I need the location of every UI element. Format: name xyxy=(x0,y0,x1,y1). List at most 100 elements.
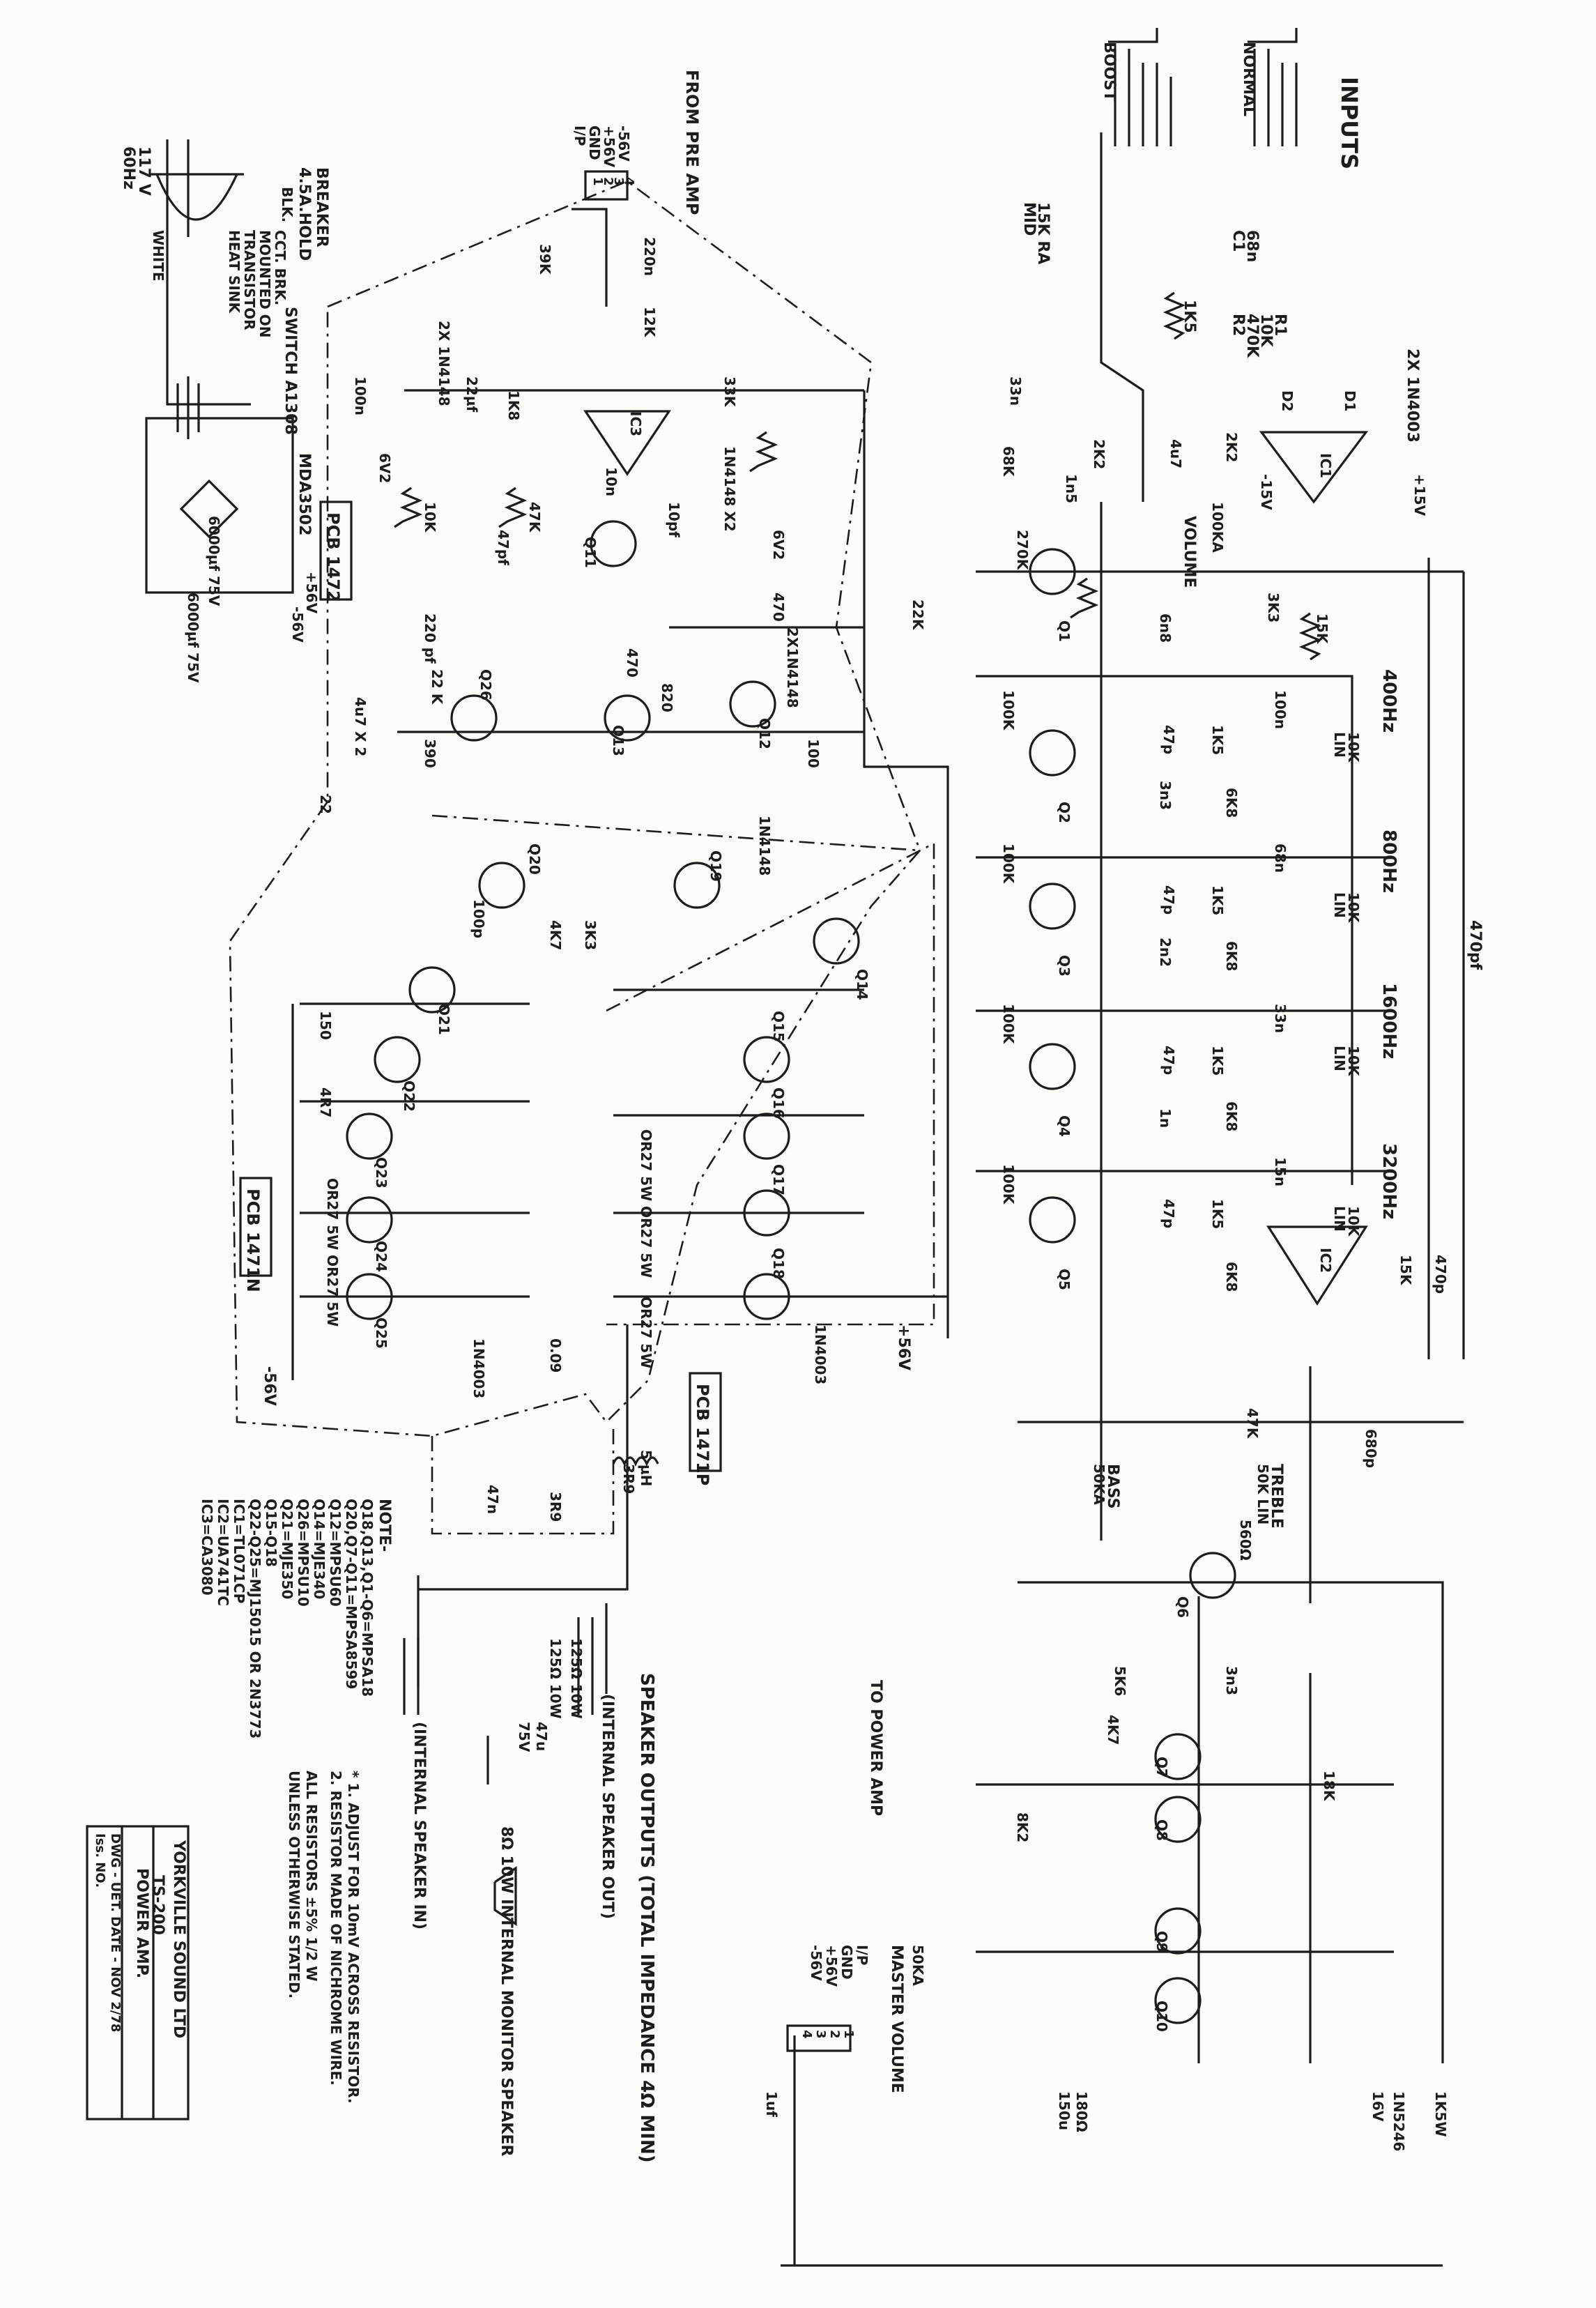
white-wire-label: WHITE xyxy=(150,230,167,282)
transformer-symbol xyxy=(176,376,200,439)
pot-10k-label-3: 10K xyxy=(1345,1046,1362,1077)
lin-label-3: LIN xyxy=(1331,1046,1348,1071)
transistor-q16-symbol xyxy=(743,1113,790,1160)
zener-label: 1N5246 xyxy=(1390,2091,1407,2151)
r-1k5-label-2: 1K5 xyxy=(1209,885,1226,915)
diode-2x1n4148-label: 2X1N4148 xyxy=(784,627,801,708)
c-47pf-label: 47pf xyxy=(495,530,512,565)
c-4u7-label: 4u7 xyxy=(1167,439,1184,468)
q26-label: Q26 xyxy=(477,669,494,701)
r-10k-label: 10K xyxy=(422,502,438,533)
q9-label: Q9 xyxy=(1153,1931,1170,1952)
q19-label: Q19 xyxy=(707,850,724,882)
r-4k7b-label: 4K7 xyxy=(547,920,564,950)
switch-label: SWITCH A1308 xyxy=(282,307,299,435)
c-68n-label: 68n xyxy=(1272,843,1289,873)
inductor-symbol xyxy=(612,1456,659,1467)
r-8k2-label: 8K2 xyxy=(1014,1812,1031,1842)
transistor-q22-symbol xyxy=(374,1036,421,1083)
neg15-label: -15V xyxy=(1258,474,1275,510)
lin-label-2: LIN xyxy=(1331,892,1348,918)
r-22-label: 22 xyxy=(317,795,334,814)
r-820-label: 820 xyxy=(659,683,675,712)
c-22uf-label: 22µf xyxy=(463,376,480,413)
r-390-label: 390 xyxy=(422,739,438,768)
to-power-amp-label: TO POWER AMP xyxy=(867,1680,884,1816)
c-47p-label-4: 47p xyxy=(1160,1199,1177,1228)
pwr-pin-2: 2 xyxy=(827,2030,842,2039)
transistor-q15-symbol xyxy=(743,1036,790,1083)
wire xyxy=(166,139,251,406)
title-desc: POWER AMP. xyxy=(133,1868,151,1978)
r-180-label: 180Ω xyxy=(1073,2091,1090,2132)
pre-label-gnd: GND xyxy=(586,125,603,160)
transistor-q1-symbol xyxy=(1029,548,1076,595)
r-4k7-label: 4K7 xyxy=(1105,1715,1121,1745)
r-1k8-label: 1K8 xyxy=(505,390,522,420)
pot-470-label: 470 xyxy=(624,648,640,678)
bridge-label: MDA3502 xyxy=(296,453,313,535)
volume-label: VOLUME xyxy=(1181,516,1198,588)
q20-label: Q20 xyxy=(526,843,543,875)
r-3r9-label-1: 3R9 xyxy=(620,1464,637,1494)
cct-brk-label-2: MOUNTED ON xyxy=(256,230,273,338)
pwr-label-neg56: -56V xyxy=(808,1945,824,1981)
pos15-label: +15V xyxy=(1411,474,1428,517)
blk-wire-label: BLK. xyxy=(279,187,296,222)
ic1-symbol xyxy=(1259,431,1369,504)
c-47p-label-3: 47p xyxy=(1160,1046,1177,1075)
diode-1n4003b-label: 1N4003 xyxy=(470,1338,487,1398)
r-100-label: 100 xyxy=(805,739,822,768)
monitor-speaker-label: 8Ω 10W INTERNAL MONITOR SPEAKER xyxy=(498,1826,515,2157)
r-100k-label-1: 100K xyxy=(1000,690,1017,731)
note-line: Q26=MPSU10 xyxy=(295,1499,312,1607)
resistor-22k-symbol xyxy=(1070,577,1099,619)
diode-1n4148b-label: 1N4148 xyxy=(756,816,773,876)
c-33nb-label: 33n xyxy=(1272,1004,1289,1033)
pcb-outline xyxy=(431,814,921,852)
c-3n3b-label: 3n3 xyxy=(1223,1666,1240,1695)
transistor-q26-symbol xyxy=(450,694,498,742)
r-3r9-label-2: 3R9 xyxy=(547,1492,564,1522)
r-6k8-label-2: 6K8 xyxy=(1223,941,1240,971)
title-drawing: DWG - UET. DATE - NOV 2/78 xyxy=(108,1833,123,2032)
wire xyxy=(145,417,294,594)
note-line: Q12=MPSU60 xyxy=(327,1499,344,1607)
pcb-1471p-box xyxy=(689,1372,722,1472)
eq-band-800: 800Hz xyxy=(1379,830,1399,893)
c-6n8-label: 6n8 xyxy=(1157,613,1174,643)
transistor-q10-symbol xyxy=(1154,1977,1202,2024)
adjust-note: * 1. ADJUST FOR 10mV ACROSS RESISTOR. xyxy=(345,1771,362,2104)
q25-label: Q25 xyxy=(373,1317,390,1349)
breaker-label: BREAKER xyxy=(313,167,330,247)
q18-label: Q18 xyxy=(770,1248,787,1279)
c-15n-label: 15n xyxy=(1272,1157,1289,1186)
r-22k2-label: 22 K xyxy=(429,669,445,705)
r-6k8-label-3: 6K8 xyxy=(1223,1101,1240,1131)
transistor-q20-symbol xyxy=(478,862,525,909)
pcb-outline xyxy=(229,180,921,1437)
r-18k-label: 18K xyxy=(1321,1771,1337,1802)
rail-label-neg: -56V xyxy=(289,606,306,643)
r-47k2-label: 47K xyxy=(526,502,543,533)
transistor-q23-symbol xyxy=(346,1113,393,1160)
q13-label: Q13 xyxy=(610,725,627,756)
ic3-symbol xyxy=(583,410,671,476)
c-2n2-label: 2n2 xyxy=(1157,938,1174,967)
c-10n-label: 10n xyxy=(603,467,620,496)
connector-pwr-symbol xyxy=(786,2024,852,2052)
wire xyxy=(1018,1581,1444,2063)
transistor-q13-symbol xyxy=(604,694,651,742)
transistor-q2-symbol xyxy=(1029,729,1076,777)
q10-label: Q10 xyxy=(1153,2001,1170,2032)
transistor-q11-symbol xyxy=(590,520,637,567)
note-line: Q21=MJE350 xyxy=(279,1499,296,1599)
adjust-note: ALL RESISTORS ±5% 1/2 W xyxy=(303,1771,320,1982)
r-100k-label-3: 100K xyxy=(1000,1004,1017,1045)
r-3k3b-label: 3K3 xyxy=(582,920,599,950)
pwr-label-gnd: GND xyxy=(838,1945,855,1980)
bridge-rectifier-symbol xyxy=(179,479,239,539)
transistor-q14-symbol xyxy=(813,917,860,965)
